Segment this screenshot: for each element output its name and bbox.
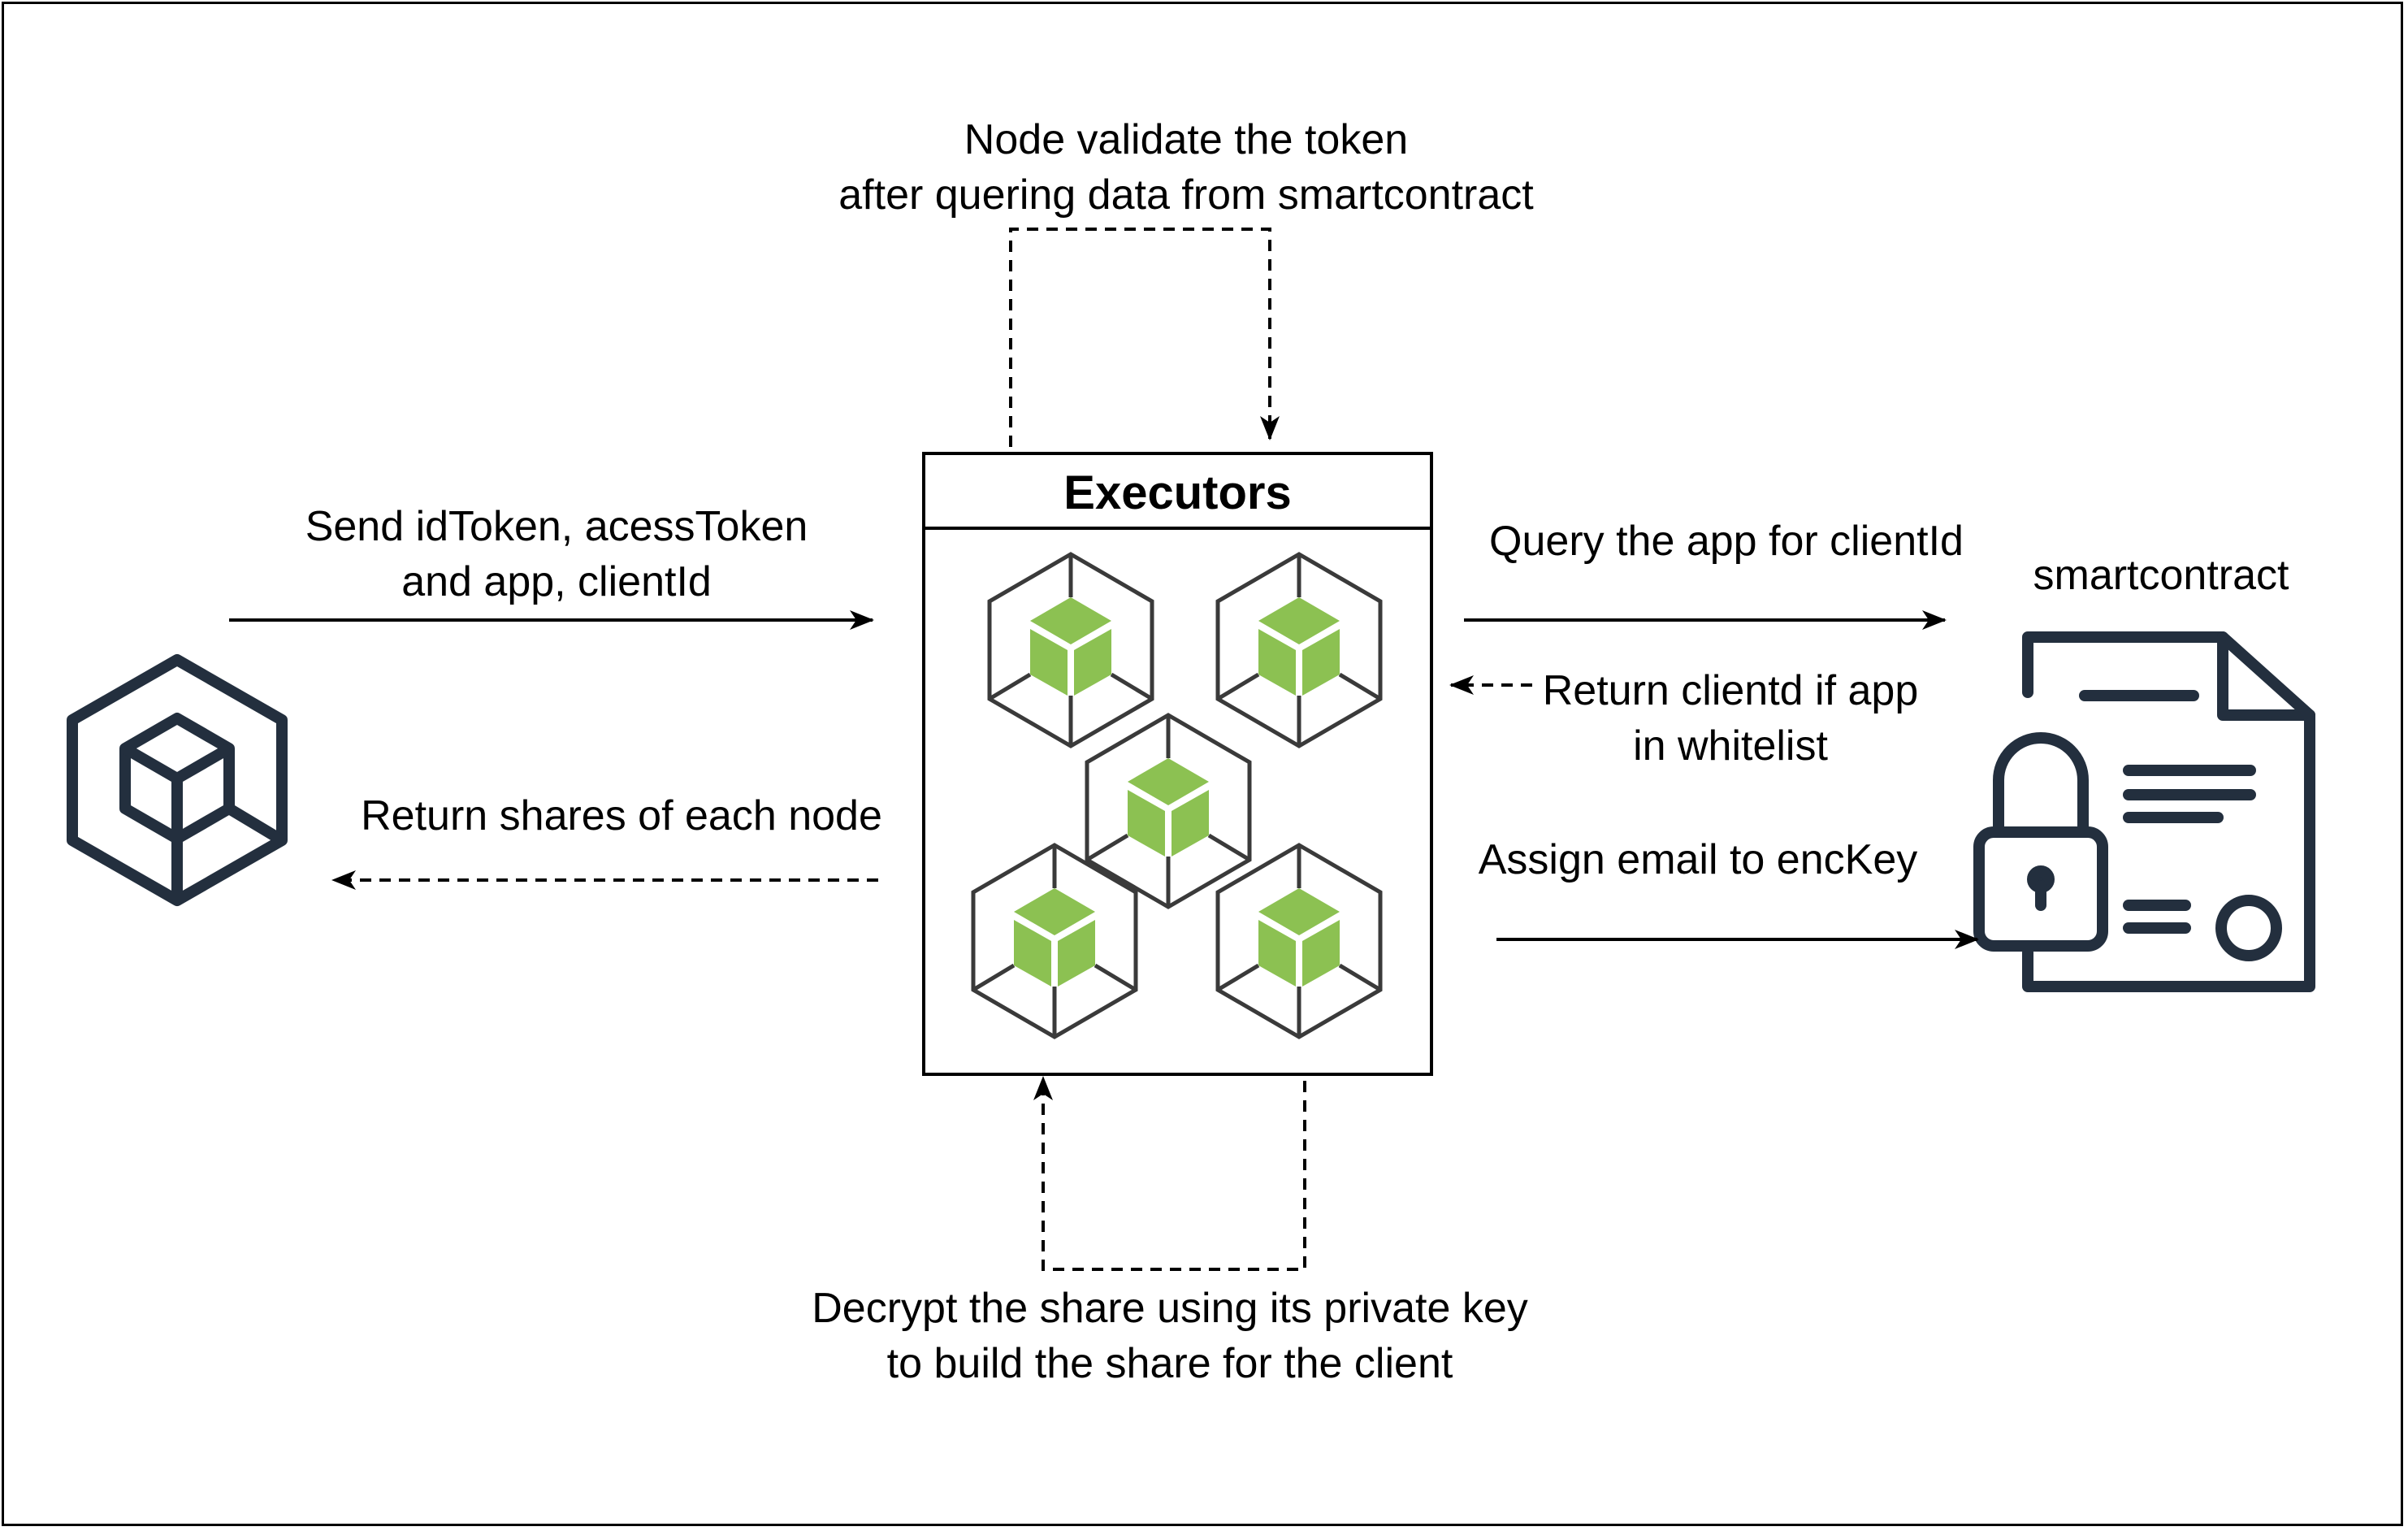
top-loop-arrow — [1009, 228, 1280, 447]
return-client-label-line1: Return clientd if app — [1542, 667, 1919, 714]
client-cube-icon — [67, 654, 288, 906]
smartcontract-title: smartcontract — [2033, 552, 2289, 599]
top-loop-label-line2: after quering data from smartcontract — [838, 171, 1534, 219]
return-client-label-line2: in whitelist — [1633, 722, 1828, 770]
assign-email-label: Assign email to encKey — [1478, 836, 1918, 883]
query-app-label: Query the app for clientId — [1489, 518, 1964, 565]
executors-title: Executors — [1063, 466, 1292, 519]
send-label-line2: and app, clientId — [401, 558, 712, 605]
return-client-label: Return clientd if app in whitelist — [1487, 663, 1974, 774]
locked-document-icon — [1973, 631, 2315, 992]
bottom-loop-label-line2: to build the share for the client — [886, 1340, 1453, 1387]
top-loop-label: Node validate the token after quering da… — [731, 112, 1641, 223]
top-loop-label-line1: Node validate the token — [964, 116, 1409, 163]
bottom-loop-label-line1: Decrypt the share using its private key — [812, 1285, 1528, 1332]
return-shares-label: Return shares of each node — [361, 792, 882, 839]
bottom-loop-label: Decrypt the share using its private key … — [715, 1281, 1625, 1391]
bottom-loop-arrow — [1033, 1076, 1306, 1271]
send-label-line1: Send idToken, acessToken — [305, 503, 808, 550]
send-label: Send idToken, acessToken and app, client… — [244, 499, 869, 609]
